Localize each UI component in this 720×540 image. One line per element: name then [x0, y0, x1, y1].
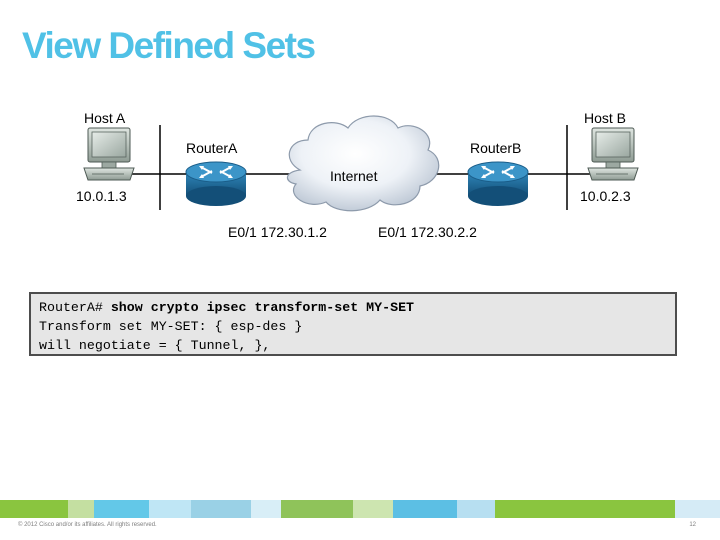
footer-bar-segment [495, 500, 675, 518]
footer-color-bar [0, 500, 720, 518]
network-diagram [83, 115, 639, 212]
footer-bar-segment [191, 500, 251, 518]
router-b-name: RouterB [470, 140, 522, 156]
footer-bar-segment [353, 500, 393, 518]
router-b-interface: E0/1 172.30.2.2 [378, 224, 477, 240]
footer-bar-segment [149, 500, 191, 518]
host-b-ip: 10.0.2.3 [580, 188, 631, 204]
footer-bar-segment [251, 500, 281, 518]
cli-output-box: RouterA# show crypto ipsec transform-set… [29, 292, 677, 356]
footer-bar-segment [0, 500, 68, 518]
host-b-name: Host B [584, 110, 627, 126]
cli-command-line: RouterA# show crypto ipsec transform-set… [39, 298, 667, 317]
cli-output-line: will negotiate = { Tunnel, }, [39, 338, 271, 353]
cli-output-line: Transform set MY-SET: { esp-des } [39, 319, 303, 334]
router-icon [185, 161, 247, 206]
internet-label: Internet [330, 168, 378, 184]
host-pc-icon [587, 127, 639, 181]
slide-title: View Defined Sets [22, 25, 316, 66]
page-number: 12 [689, 522, 696, 528]
footer-bar-segment [675, 500, 720, 518]
internet-cloud-icon [286, 115, 440, 212]
cli-prompt: RouterA# [39, 300, 103, 315]
router-a-interface: E0/1 172.30.1.2 [228, 224, 327, 240]
host-pc-icon [83, 127, 135, 181]
router-a-name: RouterA [186, 140, 238, 156]
footer-bar-segment [68, 500, 94, 518]
footer-bar-segment [281, 500, 353, 518]
router-icon [467, 161, 529, 206]
cli-command: show crypto ipsec transform-set MY-SET [102, 300, 415, 315]
host-a-ip: 10.0.1.3 [76, 188, 127, 204]
footer-bar-segment [393, 500, 457, 518]
footer-bar-segment [457, 500, 495, 518]
copyright-notice: © 2012 Cisco and/or its affiliates. All … [18, 522, 157, 528]
host-a-name: Host A [84, 110, 126, 126]
footer-bar-segment [94, 500, 149, 518]
